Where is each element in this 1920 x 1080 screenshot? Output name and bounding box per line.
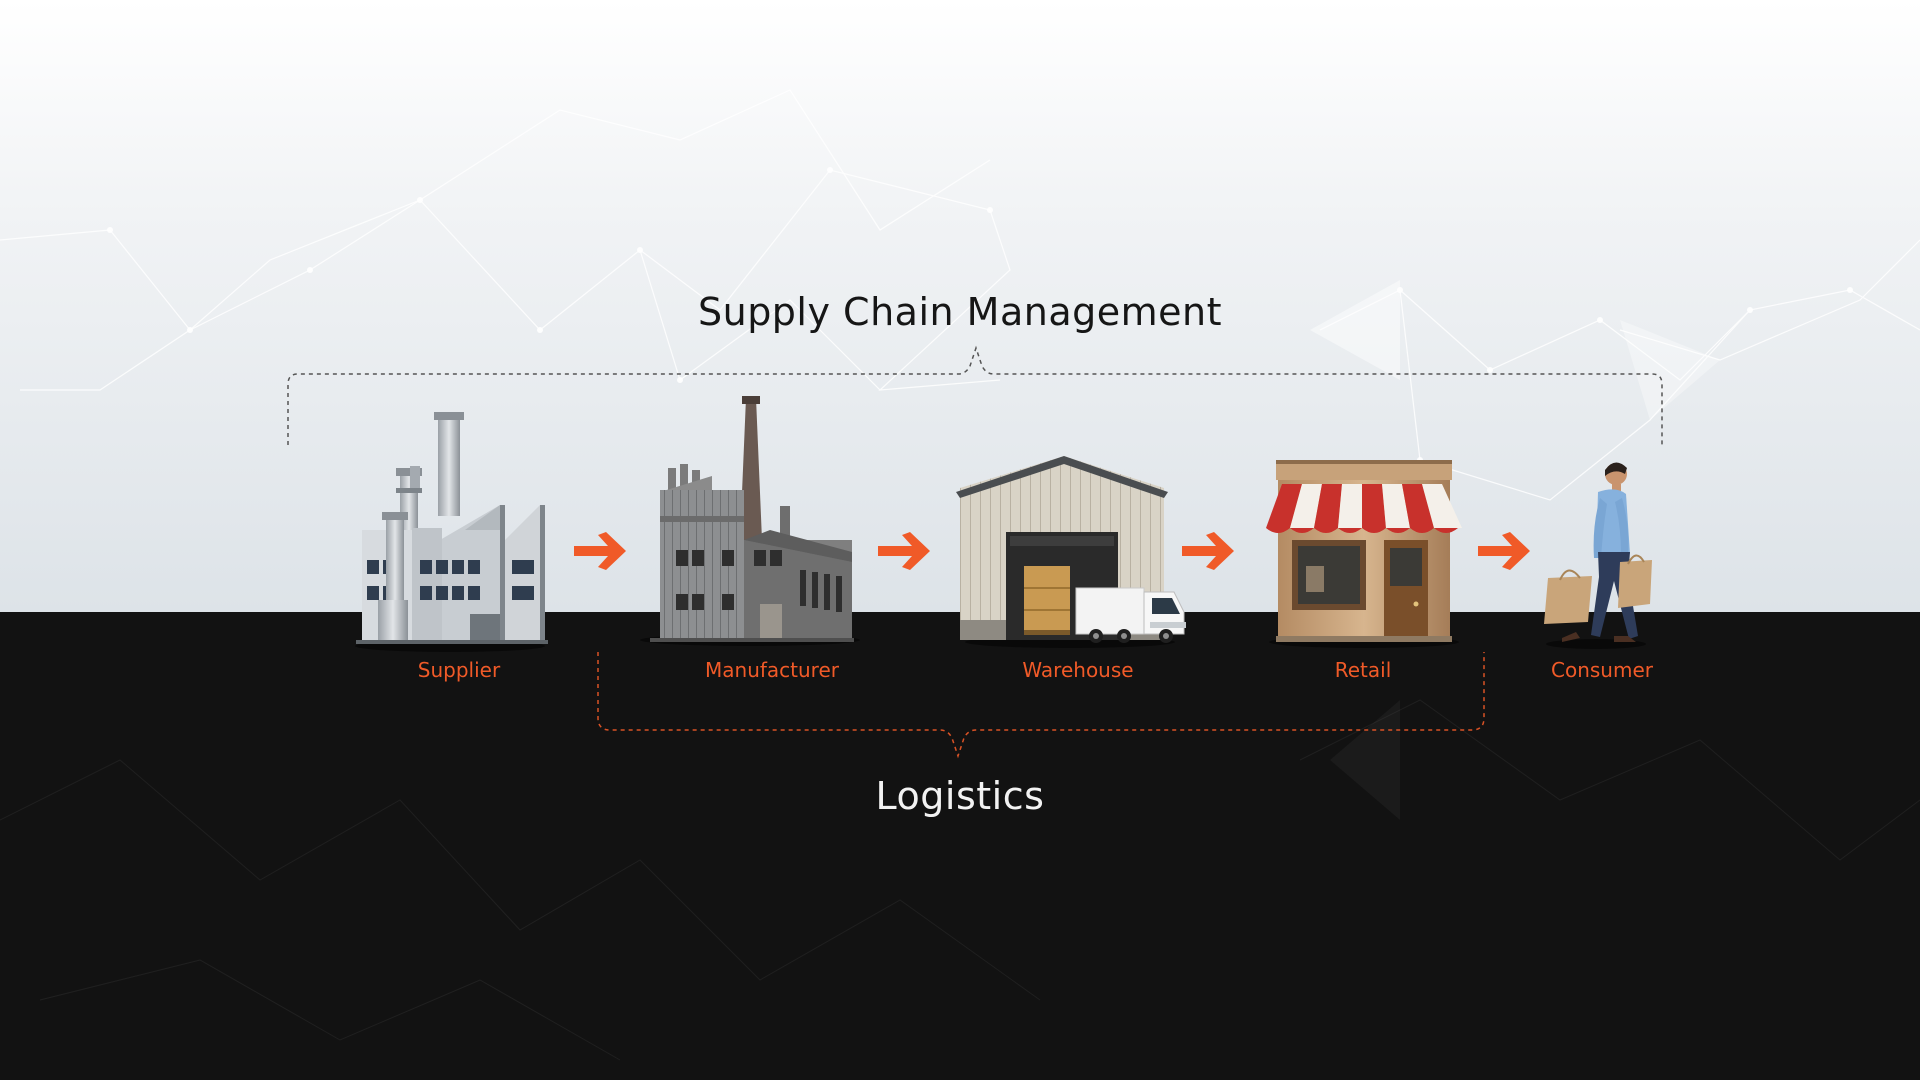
mill-building-icon (640, 396, 860, 646)
mesh-triangle (1310, 280, 1400, 380)
warehouse-truck-icon (956, 456, 1186, 648)
arrow-right-icon (574, 532, 626, 570)
arrow-right-icon (1182, 532, 1234, 570)
stage-label-supplier: Supplier (417, 658, 501, 682)
arrow-right-icon (878, 532, 930, 570)
network-nodes-top (107, 167, 1853, 463)
dark-band (0, 612, 1920, 1080)
stage-label-warehouse: Warehouse (1022, 658, 1134, 682)
stage-label-manufacturer: Manufacturer (705, 658, 839, 682)
factory-icon (355, 412, 548, 652)
stage-label-retail: Retail (1334, 658, 1392, 682)
logistics-title: Logistics (875, 774, 1045, 818)
scm-bracket (287, 345, 1663, 445)
arrow-right-icon (1478, 532, 1530, 570)
mesh-triangle (1620, 320, 1720, 420)
logistics-bracket (597, 652, 1485, 759)
scm-title: Supply Chain Management (697, 290, 1223, 334)
network-mesh-bottom (0, 699, 1920, 1061)
stage-label-consumer: Consumer (1551, 658, 1653, 682)
storefront-icon (1266, 460, 1462, 648)
shopper-icon (1544, 462, 1652, 649)
